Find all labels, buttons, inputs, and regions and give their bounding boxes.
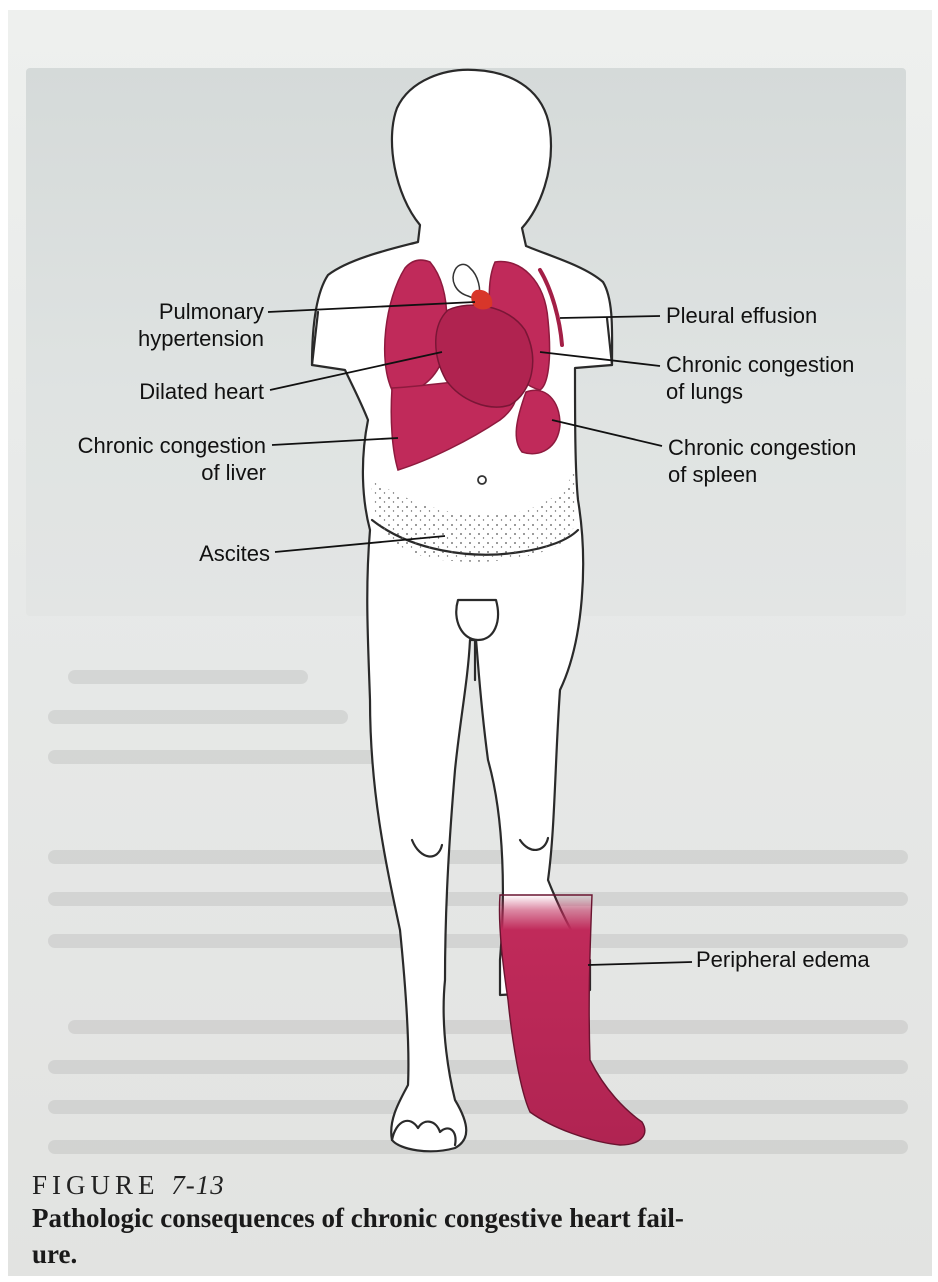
- spleen: [516, 390, 560, 453]
- caption-line-2: ure.: [32, 1236, 932, 1272]
- figure-id: 7-13: [171, 1170, 225, 1200]
- label-ascites: Ascites: [140, 540, 270, 567]
- label-liver-congestion: Chronic congestion of liver: [22, 432, 266, 486]
- figure-number: FIGURE 7-13: [32, 1170, 225, 1201]
- label-pleural-effusion: Pleural effusion: [666, 302, 817, 329]
- figure-label: FIGURE: [32, 1170, 160, 1200]
- label-lung-congestion: Chronic congestion of lungs: [666, 351, 854, 405]
- label-peripheral-edema: Peripheral edema: [696, 946, 870, 973]
- label-pulmonary-hypertension: Pulmonary hypertension: [100, 298, 264, 352]
- edema-leg: [499, 895, 644, 1145]
- label-spleen-congestion: Chronic congestion of spleen: [668, 434, 856, 488]
- figure-caption: Pathologic consequences of chronic conge…: [32, 1200, 932, 1272]
- caption-line-1: Pathologic consequences of chronic conge…: [32, 1200, 932, 1236]
- label-dilated-heart: Dilated heart: [90, 378, 264, 405]
